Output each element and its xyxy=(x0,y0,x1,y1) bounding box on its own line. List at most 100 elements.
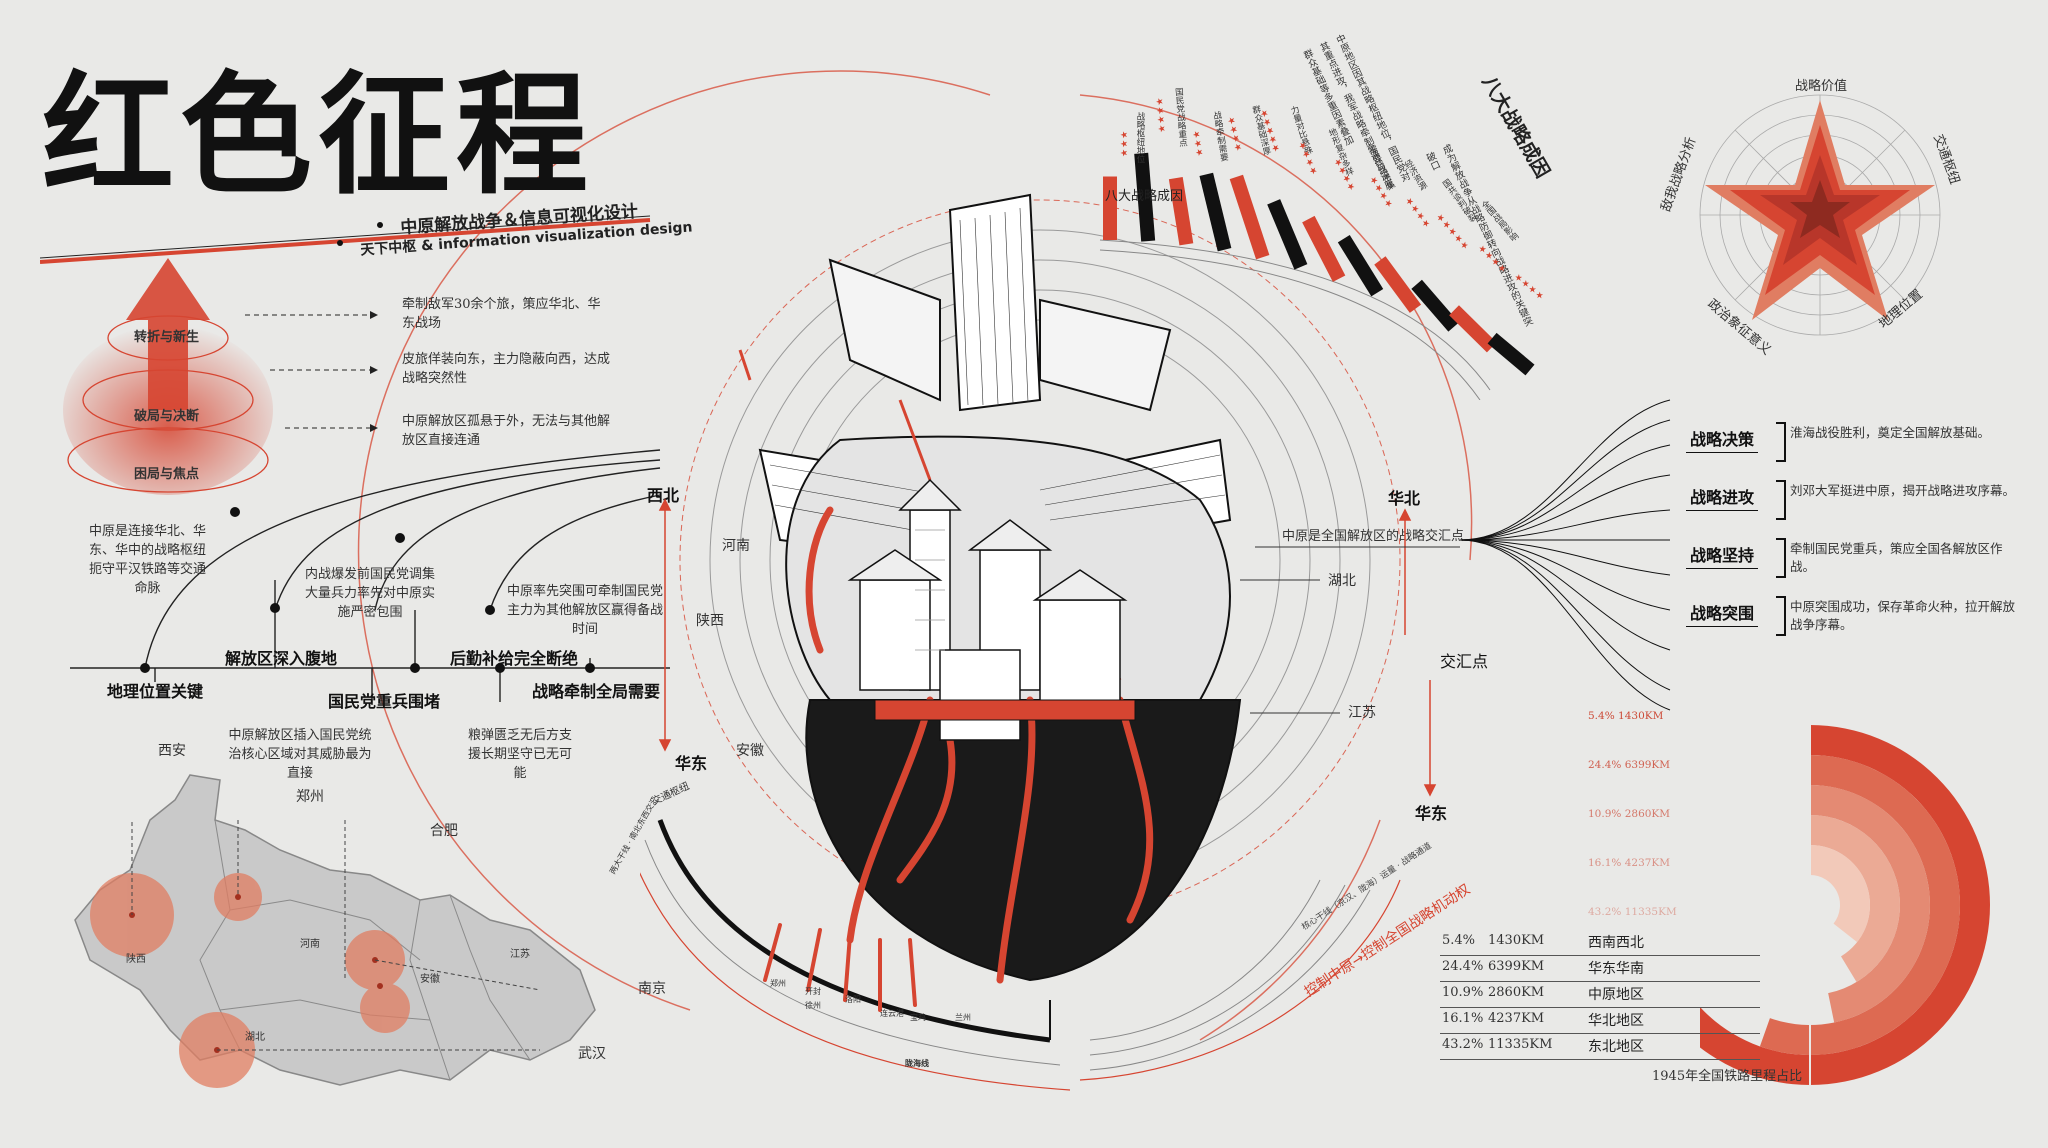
railway-faded-pct: 16.1% 4237KM xyxy=(1580,857,1710,881)
pyramid-note-2: 皮旅佯装向东，主力隐蔽向西，达成战略突然性 xyxy=(402,352,611,386)
factors-small-title: 八大战略成因 xyxy=(1105,189,1184,204)
station-8: 陇海线 xyxy=(905,1059,929,1068)
railway-faded-pct-value: 10.9% xyxy=(1588,808,1622,820)
railway-faded-pct: 43.2% 11335KM xyxy=(1580,906,1710,930)
strategy-list: 战略决策 淮海战役胜利，奠定全国解放基础。战略进攻刘邓大军挺进中原，揭开战略进攻序… xyxy=(1670,400,2030,636)
station-4: 兰州 xyxy=(955,1013,971,1022)
railway-pct: 10.9% xyxy=(1442,985,1484,1000)
timeline-note-insert: 中原解放区插入国民党统治核心区域对其威胁最为直接 xyxy=(228,728,372,781)
timeline-note-kmt: 内战爆发前国民党调集大量兵力率先对中原实施严密包围 xyxy=(304,567,435,620)
heart-province-jiangsu: 江苏 xyxy=(1348,705,1376,721)
railway-faded-km: 1430KM xyxy=(1618,710,1664,722)
strategy-bracket xyxy=(1776,538,1786,578)
heart-dir-north: 华北 xyxy=(1388,489,1421,508)
strategy-head: 战略进攻 xyxy=(1686,482,1759,511)
station-3: 洛阳 xyxy=(845,995,861,1004)
factor-bar xyxy=(1103,176,1117,240)
station-7: 宝鸡 xyxy=(910,1013,926,1022)
railway-faded-pct: 10.9% 2860KM xyxy=(1580,808,1710,832)
station-5: 徐州 xyxy=(805,1001,821,1010)
page-title: 红色征程 xyxy=(42,59,594,213)
strategy-desc: 牵制国民党重兵，策应全国各解放区作战。 xyxy=(1790,541,2003,574)
map-city-xian: 西安 xyxy=(158,743,186,759)
railway-pct: 5.4% xyxy=(1442,933,1476,948)
strategy-row: 战略坚持牵制国民党重兵，策应全国各解放区作战。 xyxy=(1670,516,2030,578)
railway-title: 1945年全国铁路里程占比 xyxy=(1652,1069,1803,1084)
pyramid-level-3: 困局与焦点 xyxy=(134,467,200,482)
pyramid-level-1: 转折与新生 xyxy=(134,330,200,345)
strategy-bracket xyxy=(1776,596,1786,636)
railway-faded-pct-value: 24.4% xyxy=(1588,759,1622,771)
heart-dir-northwest: 西北 xyxy=(647,486,680,505)
factor-labels: ★★★战略枢纽地位★★★★国民党战略重点★★★战略牵制需要★★★★群众基础深厚★… xyxy=(1100,40,1620,380)
heart-junction-label: 交汇点 xyxy=(1440,652,1489,671)
railway-faded-pct-value: 16.1% xyxy=(1588,857,1622,869)
pyramid-note-3: 中原解放区孤悬于外，无法与其他解放区直接连通 xyxy=(402,414,611,448)
strategy-row: 战略决策 淮海战役胜利，奠定全国解放基础。 xyxy=(1670,400,2030,462)
station-6: 连云港 xyxy=(880,1009,904,1018)
railway-ring-segment xyxy=(1759,755,1960,1055)
railway-faded-pcts: 5.4% 1430KM 24.4% 6399KM 10.9% 2860KM 16.1%… xyxy=(1580,710,1710,955)
strategy-head: 战略决策 xyxy=(1686,424,1759,453)
map-province-shaanxi: 陕西 xyxy=(126,954,146,965)
strategy-desc: 淮海战役胜利，奠定全国解放基础。 xyxy=(1790,425,1991,440)
railway-km: 1430KM xyxy=(1488,933,1545,948)
title-underline xyxy=(40,215,651,264)
radar-axis-value: 战略价值 xyxy=(1795,79,1848,94)
heart-dir-east-left: 华东 xyxy=(675,754,708,773)
timeline-label-supply: 后勤补给完全断绝 xyxy=(450,649,579,668)
factor-label: 战略枢纽地位 xyxy=(1135,111,1145,163)
heart-dir-east-right: 华东 xyxy=(1415,804,1448,823)
factor-stars: ★★★★ xyxy=(1403,193,1434,229)
factor-stars: ★★★ xyxy=(1192,128,1207,158)
factor-bar xyxy=(1487,332,1535,376)
railway-ring-segment xyxy=(1810,845,1870,943)
radar-star-chart xyxy=(1699,94,1941,336)
factor-bar xyxy=(1337,234,1384,297)
pyramid-graphic xyxy=(63,258,273,495)
timeline-label-geo: 地理位置关键 xyxy=(107,682,204,701)
pyramid-arrows xyxy=(245,311,378,432)
map-province-hubei: 湖北 xyxy=(245,1032,265,1043)
factor-label: 经济资源 xyxy=(1402,158,1429,193)
railway-ring-chart xyxy=(1700,720,1990,1090)
factor-bar xyxy=(1229,174,1270,260)
railway-ring-segment xyxy=(1810,815,1900,983)
railway-region: 华东华南 xyxy=(1588,961,1644,977)
station-1: 郑州 xyxy=(770,979,786,988)
factor-stars: ★★★★ xyxy=(1225,114,1245,153)
station-2: 开封 xyxy=(805,987,821,996)
strategy-fan-lines xyxy=(1459,399,1671,711)
railway-region: 中原地区 xyxy=(1588,987,1644,1003)
heart-caption: 中原是全国解放区的战略交汇点 xyxy=(1282,529,1465,544)
timeline-label-need: 战略牵制全局需要 xyxy=(532,682,661,701)
railway-faded-pct: 5.4% 1430KM xyxy=(1580,710,1710,734)
pyramid-level-2: 破局与决断 xyxy=(134,409,200,424)
railway-arc-stations xyxy=(640,819,1401,1091)
railway-km: 2860KM xyxy=(1488,985,1545,1000)
heart-province-anhui: 安徽 xyxy=(736,743,764,759)
heart-province-hubei: 湖北 xyxy=(1328,573,1356,589)
railway-faded-km: 11335KM xyxy=(1624,906,1677,918)
timeline-note-ammo: 粮弹匮乏无后方支援长期坚守已无可能 xyxy=(467,728,572,781)
railway-faded-pct-value: 5.4% xyxy=(1588,710,1615,722)
railway-pct: 24.4% xyxy=(1442,959,1484,974)
strategy-bracket xyxy=(1776,480,1786,520)
railway-ring-segment xyxy=(1810,785,1930,1023)
railway-faded-pct: 24.4% 6399KM xyxy=(1580,759,1710,783)
factor-stars: ★★★★ xyxy=(1512,269,1547,301)
factor-bar xyxy=(1302,215,1346,282)
strategy-desc: 中原突围成功，保存革命火种，拉开解放战争序幕。 xyxy=(1790,599,2016,632)
factor-bar xyxy=(1168,177,1194,246)
map-province-anhui: 安徽 xyxy=(420,974,440,985)
factor-label: 国民党战略重点 xyxy=(1173,87,1188,148)
railway-pct: 16.1% xyxy=(1442,1011,1484,1026)
map-province-henan: 河南 xyxy=(300,939,320,950)
factor-stars: ★★★★ xyxy=(1296,139,1321,177)
china-central-map xyxy=(74,774,596,1088)
strategy-row: 战略进攻刘邓大军挺进中原，揭开战略进攻序幕。 xyxy=(1670,458,2030,520)
